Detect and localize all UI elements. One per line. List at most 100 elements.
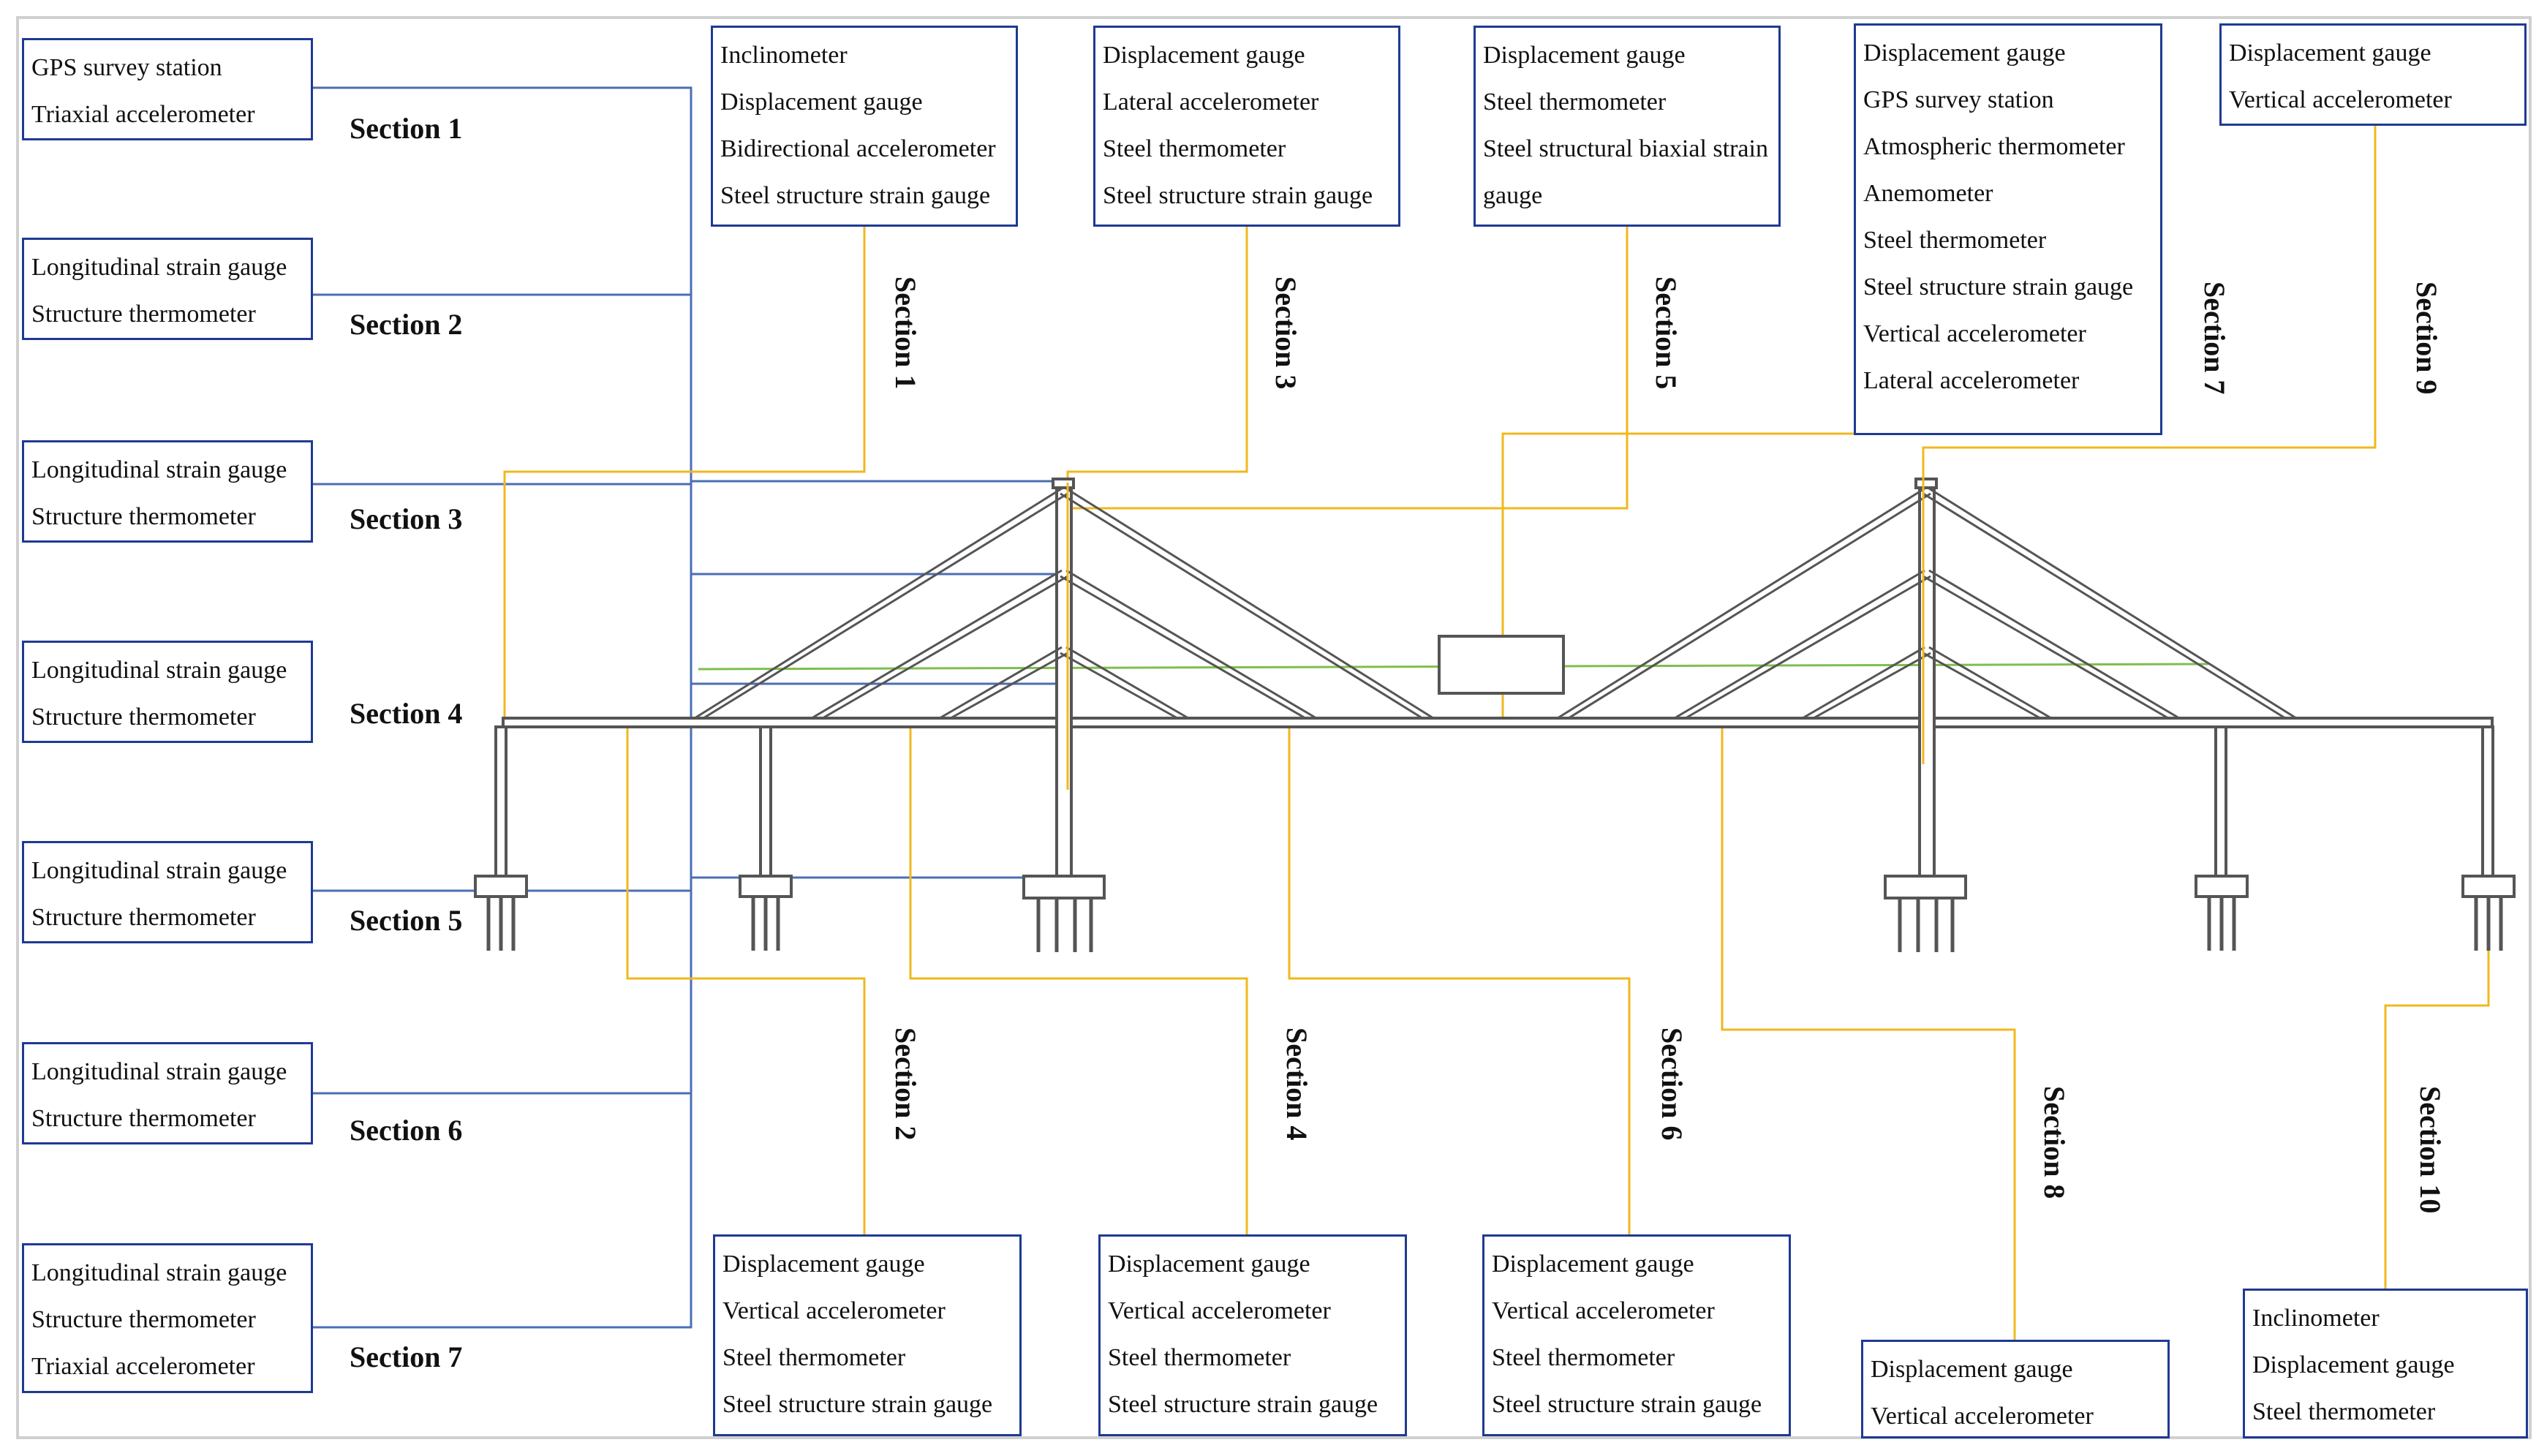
sensor-label: GPS survey station bbox=[31, 54, 222, 81]
leader-top-7 bbox=[1501, 432, 2000, 720]
tower-2-cap bbox=[1914, 478, 1938, 489]
top-section-label-9: Section 9 bbox=[2410, 282, 2443, 395]
sensor-label: Steel thermometer bbox=[1108, 1344, 1291, 1371]
top-section-label-1: Section 1 bbox=[889, 276, 922, 390]
sensor-label: Triaxial accelerometer bbox=[31, 101, 255, 128]
pile-cap-1 bbox=[474, 875, 528, 898]
sensor-label: Displacement gauge bbox=[1871, 1356, 2073, 1383]
top-section-label-3: Section 3 bbox=[1269, 276, 1302, 390]
sensor-label: Steel structure strain gauge bbox=[1108, 1391, 1378, 1418]
pile-cap-2 bbox=[739, 875, 793, 898]
sensor-label: Steel thermometer bbox=[1483, 88, 1667, 116]
sensor-label: Vertical accelerometer bbox=[1863, 320, 2086, 347]
sensor-label: Structure thermometer bbox=[31, 904, 256, 931]
bottom-box-section-8: Displacement gauge Vertical acceleromete… bbox=[1861, 1340, 2170, 1438]
sensor-label: Vertical accelerometer bbox=[722, 1297, 946, 1324]
sensor-label: Inclinometer bbox=[2252, 1305, 2380, 1332]
tower-1 bbox=[1055, 481, 1073, 879]
sensor-label: Anemometer bbox=[1863, 180, 1993, 207]
left-leader-lines bbox=[313, 86, 1068, 1329]
piles bbox=[486, 897, 2503, 952]
left-box-section-2: Longitudinal strain gauge Structure ther… bbox=[22, 238, 313, 340]
sensor-label: Inclinometer bbox=[720, 42, 848, 69]
top-box-section-3: Displacement gauge Lateral accelerometer… bbox=[1093, 26, 1400, 227]
pile-cap-5 bbox=[2195, 875, 2249, 898]
sensor-label: Lateral accelerometer bbox=[1103, 88, 1319, 116]
left-box-section-4: Longitudinal strain gauge Structure ther… bbox=[22, 641, 313, 743]
pile-cap-4 bbox=[1884, 875, 1967, 899]
pier-6 bbox=[2481, 725, 2494, 879]
bottom-box-section-6: Displacement gauge Vertical acceleromete… bbox=[1482, 1234, 1791, 1436]
sensor-label: Displacement gauge bbox=[2252, 1351, 2455, 1378]
bottom-section-label-6: Section 6 bbox=[1656, 1027, 1688, 1141]
sensor-label: Longitudinal strain gauge bbox=[31, 1058, 287, 1085]
bottom-section-label-8: Section 8 bbox=[2038, 1086, 2071, 1199]
center-box bbox=[1438, 635, 1565, 695]
sensor-label: Displacement gauge bbox=[1492, 1251, 1694, 1278]
bridge-structure bbox=[474, 478, 2516, 899]
tower-1-cap bbox=[1052, 478, 1075, 489]
sensor-label: Longitudinal strain gauge bbox=[31, 1259, 287, 1286]
left-box-section-5: Longitudinal strain gauge Structure ther… bbox=[22, 841, 313, 943]
sensor-label: Structure thermometer bbox=[31, 503, 256, 530]
leader-bottom-8 bbox=[1721, 724, 2016, 1342]
top-box-section-5: Displacement gauge Steel thermometer Ste… bbox=[1474, 26, 1781, 227]
sensor-label: Steel structure strain gauge bbox=[1863, 274, 2134, 301]
pile-cap-6 bbox=[2461, 875, 2516, 898]
sensor-label: Steel thermometer bbox=[2252, 1398, 2436, 1425]
sensor-label: Longitudinal strain gauge bbox=[31, 857, 287, 884]
sensor-label: gauge bbox=[1483, 182, 1543, 209]
left-box-section-3: Longitudinal strain gauge Structure ther… bbox=[22, 440, 313, 543]
left-section-label-7: Section 7 bbox=[350, 1340, 463, 1373]
bottom-box-section-2: Displacement gauge Vertical acceleromete… bbox=[713, 1234, 1022, 1436]
left-section-label-6: Section 6 bbox=[350, 1114, 463, 1147]
leader-left-5 bbox=[313, 876, 1057, 892]
bridge-deck bbox=[502, 717, 2494, 728]
bottom-box-section-10: Inclinometer Displacement gauge Steel th… bbox=[2243, 1289, 2528, 1438]
stay-cables bbox=[694, 487, 2297, 720]
sensor-label: Lateral accelerometer bbox=[1863, 367, 2080, 394]
pile-cap-3 bbox=[1022, 875, 1106, 899]
pier-2 bbox=[759, 725, 772, 879]
left-section-label-2: Section 2 bbox=[350, 308, 463, 341]
sensor-label: Vertical accelerometer bbox=[1108, 1297, 1331, 1324]
top-box-section-1: Inclinometer Displacement gauge Bidirect… bbox=[711, 26, 1018, 227]
sensor-label: Bidirectional accelerometer bbox=[720, 135, 996, 162]
top-section-label-5: Section 5 bbox=[1650, 276, 1683, 390]
sensor-label: Triaxial accelerometer bbox=[31, 1353, 255, 1380]
tower-2 bbox=[1918, 481, 1936, 890]
sensor-label: Steel thermometer bbox=[1492, 1344, 1675, 1371]
sensor-label: Steel thermometer bbox=[1863, 227, 2047, 254]
pier-5 bbox=[2214, 725, 2227, 879]
sensor-label: Steel structure strain gauge bbox=[1103, 182, 1373, 209]
sensor-label: Displacement gauge bbox=[1103, 42, 1305, 69]
sensor-label: Displacement gauge bbox=[720, 88, 923, 116]
sensor-label: Displacement gauge bbox=[1863, 39, 2066, 67]
bottom-box-section-4: Displacement gauge Vertical acceleromete… bbox=[1098, 1234, 1407, 1436]
leader-bottom-4 bbox=[909, 724, 1248, 1236]
left-box-section-7: Longitudinal strain gauge Structure ther… bbox=[22, 1243, 313, 1393]
left-section-label-4: Section 4 bbox=[350, 697, 463, 730]
sensor-label: Steel structure strain gauge bbox=[1492, 1391, 1762, 1418]
sensor-label: Displacement gauge bbox=[1108, 1251, 1310, 1278]
sensor-label: Longitudinal strain gauge bbox=[31, 254, 287, 281]
left-box-section-1: GPS survey station Triaxial acceleromete… bbox=[22, 38, 313, 140]
sensor-label: Structure thermometer bbox=[31, 1105, 256, 1132]
leader-left-3b bbox=[690, 545, 1057, 576]
top-box-section-7: Displacement gauge GPS survey station At… bbox=[1854, 23, 2162, 435]
sensor-label: Vertical accelerometer bbox=[2229, 86, 2452, 113]
bottom-leader-lines bbox=[626, 724, 2490, 1342]
leader-top-5 bbox=[1068, 227, 1629, 510]
left-section-label-3: Section 3 bbox=[350, 502, 463, 535]
sensor-label: Steel thermometer bbox=[1103, 135, 1286, 162]
sensor-label: Atmospheric thermometer bbox=[1863, 133, 2125, 160]
left-section-label-1: Section 1 bbox=[350, 112, 463, 145]
sensor-label: Steel structural biaxial strain bbox=[1483, 135, 1768, 162]
sensor-label: Longitudinal strain gauge bbox=[31, 456, 287, 483]
leader-top-1 bbox=[503, 227, 866, 720]
sensor-label: Structure thermometer bbox=[31, 1306, 256, 1333]
sensor-label: Displacement gauge bbox=[1483, 42, 1686, 69]
sensor-label: GPS survey station bbox=[1863, 86, 2054, 113]
leader-bottom-6 bbox=[1288, 724, 1631, 1236]
